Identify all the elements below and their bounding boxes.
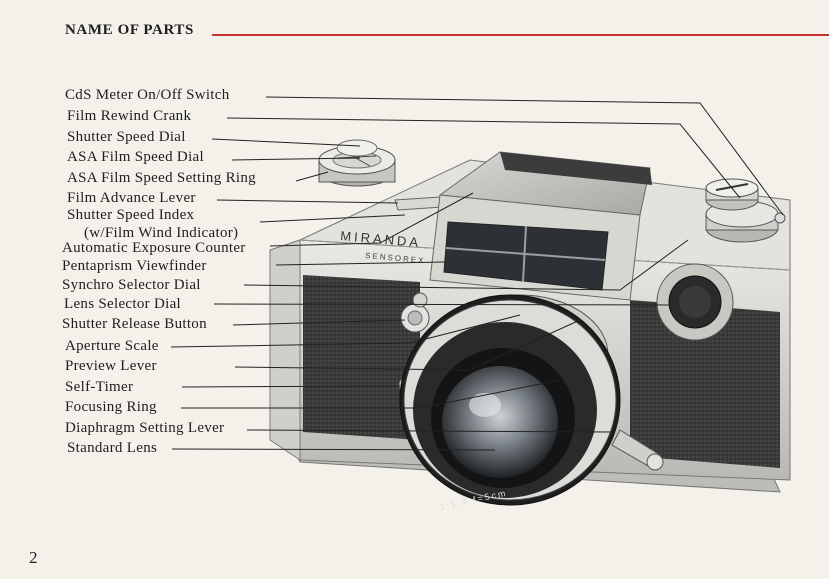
- leader-pentaprism: [275, 261, 446, 266]
- page-title: NAME OF PARTS: [65, 22, 194, 38]
- label-shutter-release: Shutter Release Button: [62, 316, 207, 332]
- title-rule: [212, 34, 829, 36]
- label-pentaprism-viewfinder: Pentaprism Viewfinder: [62, 258, 207, 274]
- label-asa-setting-ring: ASA Film Speed Setting Ring: [67, 170, 256, 186]
- label-self-timer: Self-Timer: [65, 379, 134, 395]
- brand-engraving: MIRANDA: [340, 228, 422, 250]
- label-shutter-speed-dial: Shutter Speed Dial: [67, 129, 186, 145]
- leader-shutter-index: [259, 214, 406, 223]
- leader-diaphragm-lever: [246, 429, 611, 433]
- leader-advance-lever: [216, 199, 399, 204]
- page-number: 2: [29, 548, 38, 567]
- label-film-advance-lever: Film Advance Lever: [67, 190, 196, 206]
- leader-asa-dial: [231, 157, 361, 161]
- leader-synchro-dial: [243, 239, 689, 291]
- leader-shutter-release: [232, 319, 406, 326]
- leader-shutter-dial: [211, 138, 361, 147]
- label-film-rewind-crank: Film Rewind Crank: [67, 108, 192, 124]
- leader-lens-selector: [213, 303, 671, 306]
- label-cds-meter-switch: CdS Meter On/Off Switch: [65, 87, 230, 103]
- leader-rewind-crank: [226, 117, 741, 199]
- label-standard-lens: Standard Lens: [67, 440, 158, 456]
- label-shutter-speed-index: Shutter Speed Index: [67, 207, 195, 223]
- leader-aperture-scale: [170, 314, 521, 348]
- label-synchro-selector: Synchro Selector Dial: [62, 277, 201, 293]
- label-lens-selector: Lens Selector Dial: [64, 296, 182, 312]
- leader-self-timer: [181, 385, 401, 388]
- label-focusing-ring: Focusing Ring: [65, 399, 157, 415]
- leader-standard-lens: [171, 448, 496, 451]
- label-asa-film-speed-dial: ASA Film Speed Dial: [67, 149, 204, 165]
- label-preview-lever: Preview Lever: [65, 358, 157, 374]
- label-auto-exposure-counter: Automatic Exposure Counter: [62, 240, 246, 256]
- leader-cds-switch: [265, 96, 784, 216]
- label-diaphragm-lever: Diaphragm Setting Lever: [65, 420, 225, 436]
- leader-preview-lever: [234, 319, 581, 371]
- label-aperture-scale: Aperture Scale: [65, 338, 159, 354]
- label-film-wind-indicator: (w/Film Wind Indicator): [84, 225, 239, 241]
- leader-focusing-ring: [181, 379, 561, 409]
- leader-asa-ring: [295, 171, 329, 182]
- leader-exposure-counter: [269, 192, 474, 247]
